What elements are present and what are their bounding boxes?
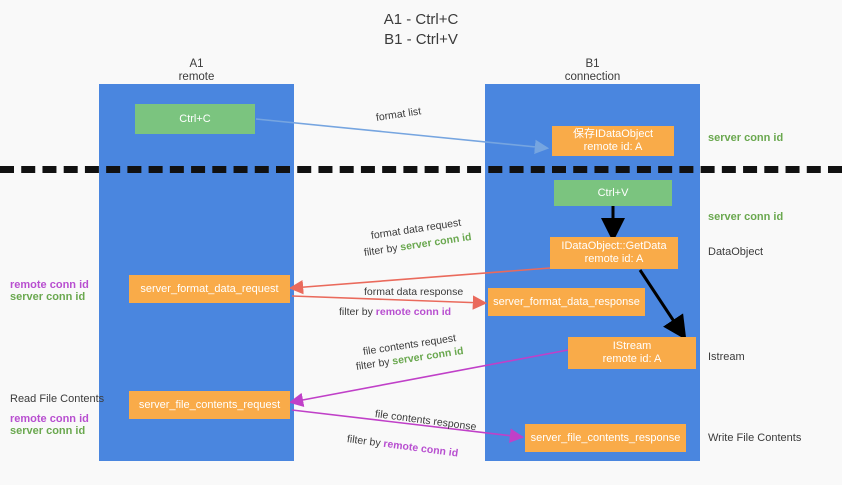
- note-remote-conn-id-1: remote conn id: [10, 279, 89, 291]
- node-save-idataobject-line1: 保存IDataObject: [572, 128, 654, 140]
- node-save-idataobject-line2: remote id: A: [583, 141, 643, 153]
- arrow-filter-format-data-response: filter by remote conn id: [339, 305, 451, 319]
- node-server-file-contents-request-label: server_file_contents_request: [138, 398, 281, 411]
- lane-a1-sub: remote: [178, 71, 215, 83]
- filter-prefix-4: filter by: [346, 433, 385, 450]
- node-getdata-line2: remote id: A: [584, 253, 644, 265]
- node-server-format-data-request-label: server_format_data_request: [140, 282, 279, 295]
- filter-value-remote-1: remote conn id: [375, 306, 452, 318]
- node-ctrl-v-label: Ctrl+V: [597, 186, 629, 199]
- phase-divider: [0, 166, 842, 173]
- lane-a1-name: A1: [189, 58, 204, 70]
- note-write-file-contents: Write File Contents: [708, 432, 802, 444]
- note-read-file-contents: Read File Contents: [10, 393, 105, 405]
- node-save-idataobject[interactable]: 保存IDataObject remote id: A: [552, 126, 674, 156]
- lane-b1-sub: connection: [564, 71, 621, 83]
- node-ctrl-c-label: Ctrl+C: [179, 112, 211, 125]
- node-server-format-data-request[interactable]: server_format_data_request: [129, 275, 290, 303]
- arrow-label-format-data-response-text: format data response: [364, 286, 464, 298]
- note-server-conn-id-3: server conn id: [10, 291, 86, 303]
- lane-header-a1: A1 remote: [99, 58, 294, 84]
- arrow-filter-file-contents-request: filter by server conn id: [355, 345, 465, 374]
- note-server-conn-id-2: server conn id: [708, 211, 784, 223]
- arrow-label-file-contents-response-text: file contents response: [374, 408, 478, 434]
- arrow-label-format-list-text: format list: [375, 105, 422, 124]
- node-server-file-contents-response-label: server_file_contents_response: [530, 431, 681, 444]
- node-ctrl-v[interactable]: Ctrl+V: [554, 180, 672, 206]
- filter-prefix-3: filter by: [355, 355, 394, 373]
- page-title: A1 - Ctrl+C B1 - Ctrl+V: [0, 10, 842, 50]
- note-server-conn-id-1: server conn id: [708, 132, 784, 144]
- arrow-label-format-list: format list: [375, 104, 422, 125]
- node-istream[interactable]: IStream remote id: A: [568, 337, 696, 369]
- node-ctrl-c[interactable]: Ctrl+C: [135, 104, 255, 134]
- arrow-label-file-contents-response: file contents response: [374, 407, 477, 433]
- filter-value-remote-2: remote conn id: [382, 437, 459, 460]
- node-getdata[interactable]: IDataObject::GetData remote id: A: [550, 237, 678, 269]
- node-getdata-line1: IDataObject::GetData: [561, 240, 667, 252]
- node-istream-line2: remote id: A: [602, 353, 662, 365]
- filter-prefix-2: filter by: [339, 306, 376, 318]
- note-dataobject: DataObject: [708, 246, 764, 258]
- note-server-conn-id-4: server conn id: [10, 425, 86, 437]
- title-line-2: B1 - Ctrl+V: [384, 31, 458, 48]
- node-server-format-data-response[interactable]: server_format_data_response: [488, 288, 645, 316]
- arrow-filter-format-data-request: filter by server conn id: [363, 231, 473, 260]
- node-istream-line1: IStream: [612, 340, 652, 352]
- filter-prefix-1: filter by: [363, 241, 402, 259]
- lane-b1-name: B1: [585, 58, 600, 70]
- arrow-label-format-data-response: format data response: [364, 285, 463, 299]
- node-server-file-contents-response[interactable]: server_file_contents_response: [525, 424, 686, 452]
- title-line-1: A1 - Ctrl+C: [383, 11, 459, 28]
- lane-header-b1: B1 connection: [485, 58, 700, 84]
- node-server-format-data-response-label: server_format_data_response: [493, 295, 640, 308]
- node-server-file-contents-request[interactable]: server_file_contents_request: [129, 391, 290, 419]
- note-remote-conn-id-2: remote conn id: [10, 413, 89, 425]
- arrow-filter-file-contents-response: filter by remote conn id: [346, 432, 459, 460]
- note-istream: Istream: [708, 351, 745, 363]
